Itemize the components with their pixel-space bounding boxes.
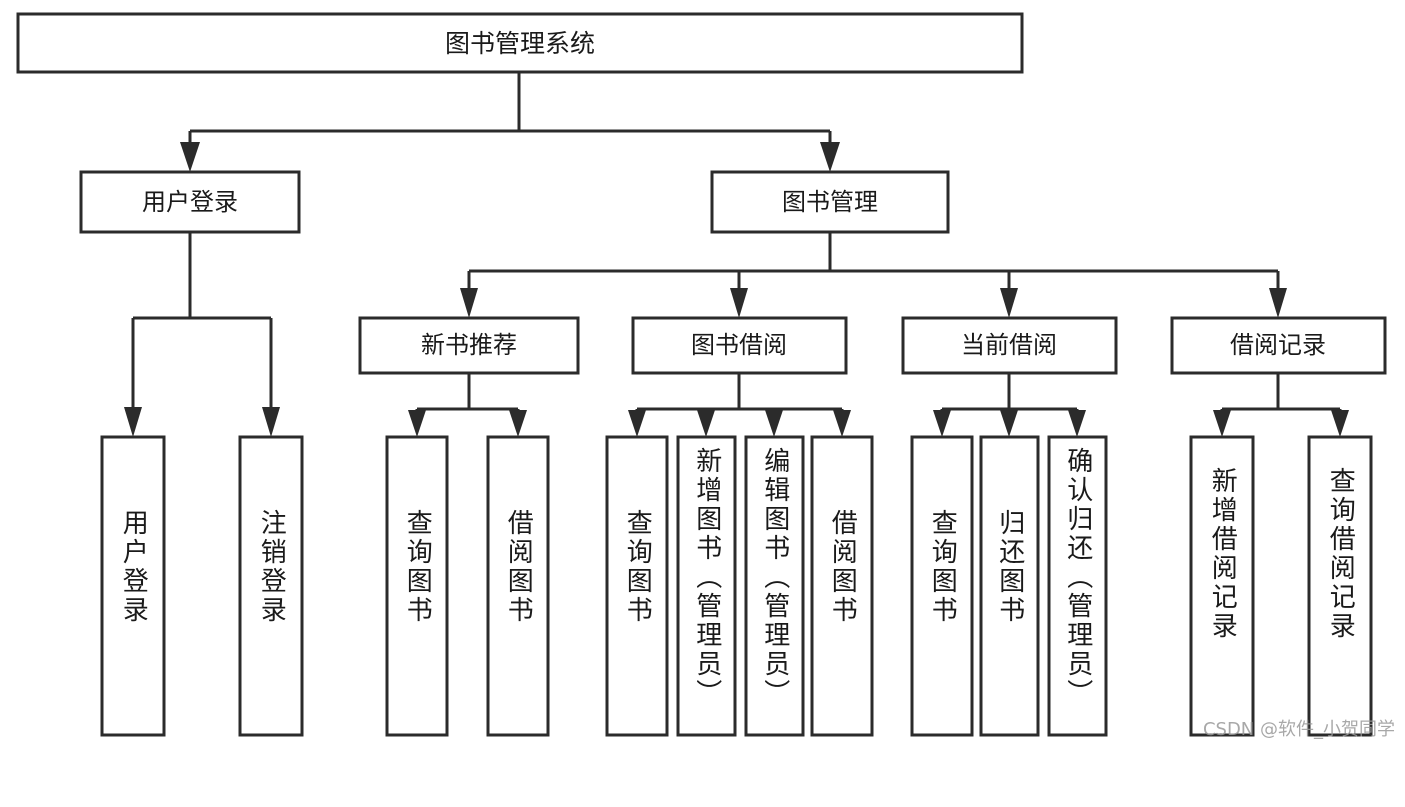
arrow-head-leaf-query-borrow-record (1331, 410, 1349, 437)
arrow-head-leaf-query-book-3 (933, 410, 951, 437)
leaf-borrow-book-2-box[interactable] (810, 435, 874, 737)
arrow-head-leaf-borrow-book-1 (509, 410, 527, 437)
node-borrow-record-label: 借阅记录 (1230, 331, 1326, 359)
arrow-head-leaf-query-book-2 (628, 410, 646, 437)
leaf-return-book-box[interactable] (979, 435, 1040, 737)
node-root-label: 图书管理系统 (445, 29, 595, 58)
node-user-login[interactable]: 用户登录 (79, 170, 301, 234)
functional-structure-diagram: 图书管理系统 用户登录 图书管理 新书推荐 图书借阅 当前借阅 借阅记录 (16, 12, 1395, 740)
node-book-management-label: 图书管理 (782, 188, 878, 216)
arrow-head-leaf-return-book (1000, 410, 1018, 437)
node-root[interactable]: 图书管理系统 (16, 12, 1024, 74)
node-current-borrow-label: 当前借阅 (961, 331, 1057, 359)
leaf-add-borrow-record-box[interactable] (1189, 435, 1255, 737)
leaf-confirm-return-admin-box[interactable] (1047, 435, 1108, 737)
node-new-book-recommend-box[interactable] (358, 316, 580, 375)
arrow-head-new-book-recommend (460, 288, 478, 318)
node-book-management[interactable]: 图书管理 (710, 170, 950, 234)
leaf-borrow-book-1-box[interactable] (486, 435, 550, 737)
node-user-login-label: 用户登录 (142, 188, 238, 216)
node-book-borrow-label: 图书借阅 (691, 331, 787, 359)
leaf-query-book-2-box[interactable] (605, 435, 669, 737)
node-book-borrow-box[interactable] (631, 316, 848, 375)
connector-layer (124, 72, 1349, 437)
leaf-user-login-box[interactable] (100, 435, 166, 737)
node-current-borrow-box[interactable] (901, 316, 1118, 375)
node-borrow-record-box[interactable] (1170, 316, 1387, 375)
arrow-head-leaf-confirm-return-admin (1068, 410, 1086, 437)
arrow-head-leaf-borrow-book-2 (833, 410, 851, 437)
node-root-box[interactable] (16, 12, 1024, 74)
node-current-borrow[interactable]: 当前借阅 (901, 316, 1118, 375)
arrow-head-user-login (180, 142, 200, 172)
leaf-layer (100, 435, 1373, 737)
arrow-head-borrow-record (1269, 288, 1287, 318)
arrow-head-leaf-add-borrow-record (1213, 410, 1231, 437)
leaf-logout-login-box[interactable] (238, 435, 304, 737)
leaf-add-book-admin-box[interactable] (676, 435, 737, 737)
leaf-query-book-3-box[interactable] (910, 435, 974, 737)
leaf-edit-book-admin-box[interactable] (744, 435, 805, 737)
node-book-borrow[interactable]: 图书借阅 (631, 316, 848, 375)
arrow-head-leaf-logout-login (262, 407, 280, 437)
node-book-management-box[interactable] (710, 170, 950, 234)
arrow-head-book-management (820, 142, 840, 172)
leaf-query-borrow-record-box[interactable] (1307, 435, 1373, 737)
arrow-head-current-borrow (1000, 288, 1018, 318)
node-user-login-box[interactable] (79, 170, 301, 234)
arrow-head-leaf-edit-book-admin (765, 410, 783, 437)
node-new-book-recommend-label: 新书推荐 (421, 331, 517, 359)
arrow-head-leaf-query-book-1 (408, 410, 426, 437)
arrow-head-book-borrow (730, 288, 748, 318)
arrow-head-leaf-user-login (124, 407, 142, 437)
arrow-head-leaf-add-book-admin (697, 410, 715, 437)
diagram-canvas: 图书管理系统 用户登录 图书管理 新书推荐 图书借阅 当前借阅 借阅记录 (16, 12, 1387, 737)
node-borrow-record[interactable]: 借阅记录 (1170, 316, 1387, 375)
leaf-query-book-1-box[interactable] (385, 435, 449, 737)
node-new-book-recommend[interactable]: 新书推荐 (358, 316, 580, 375)
